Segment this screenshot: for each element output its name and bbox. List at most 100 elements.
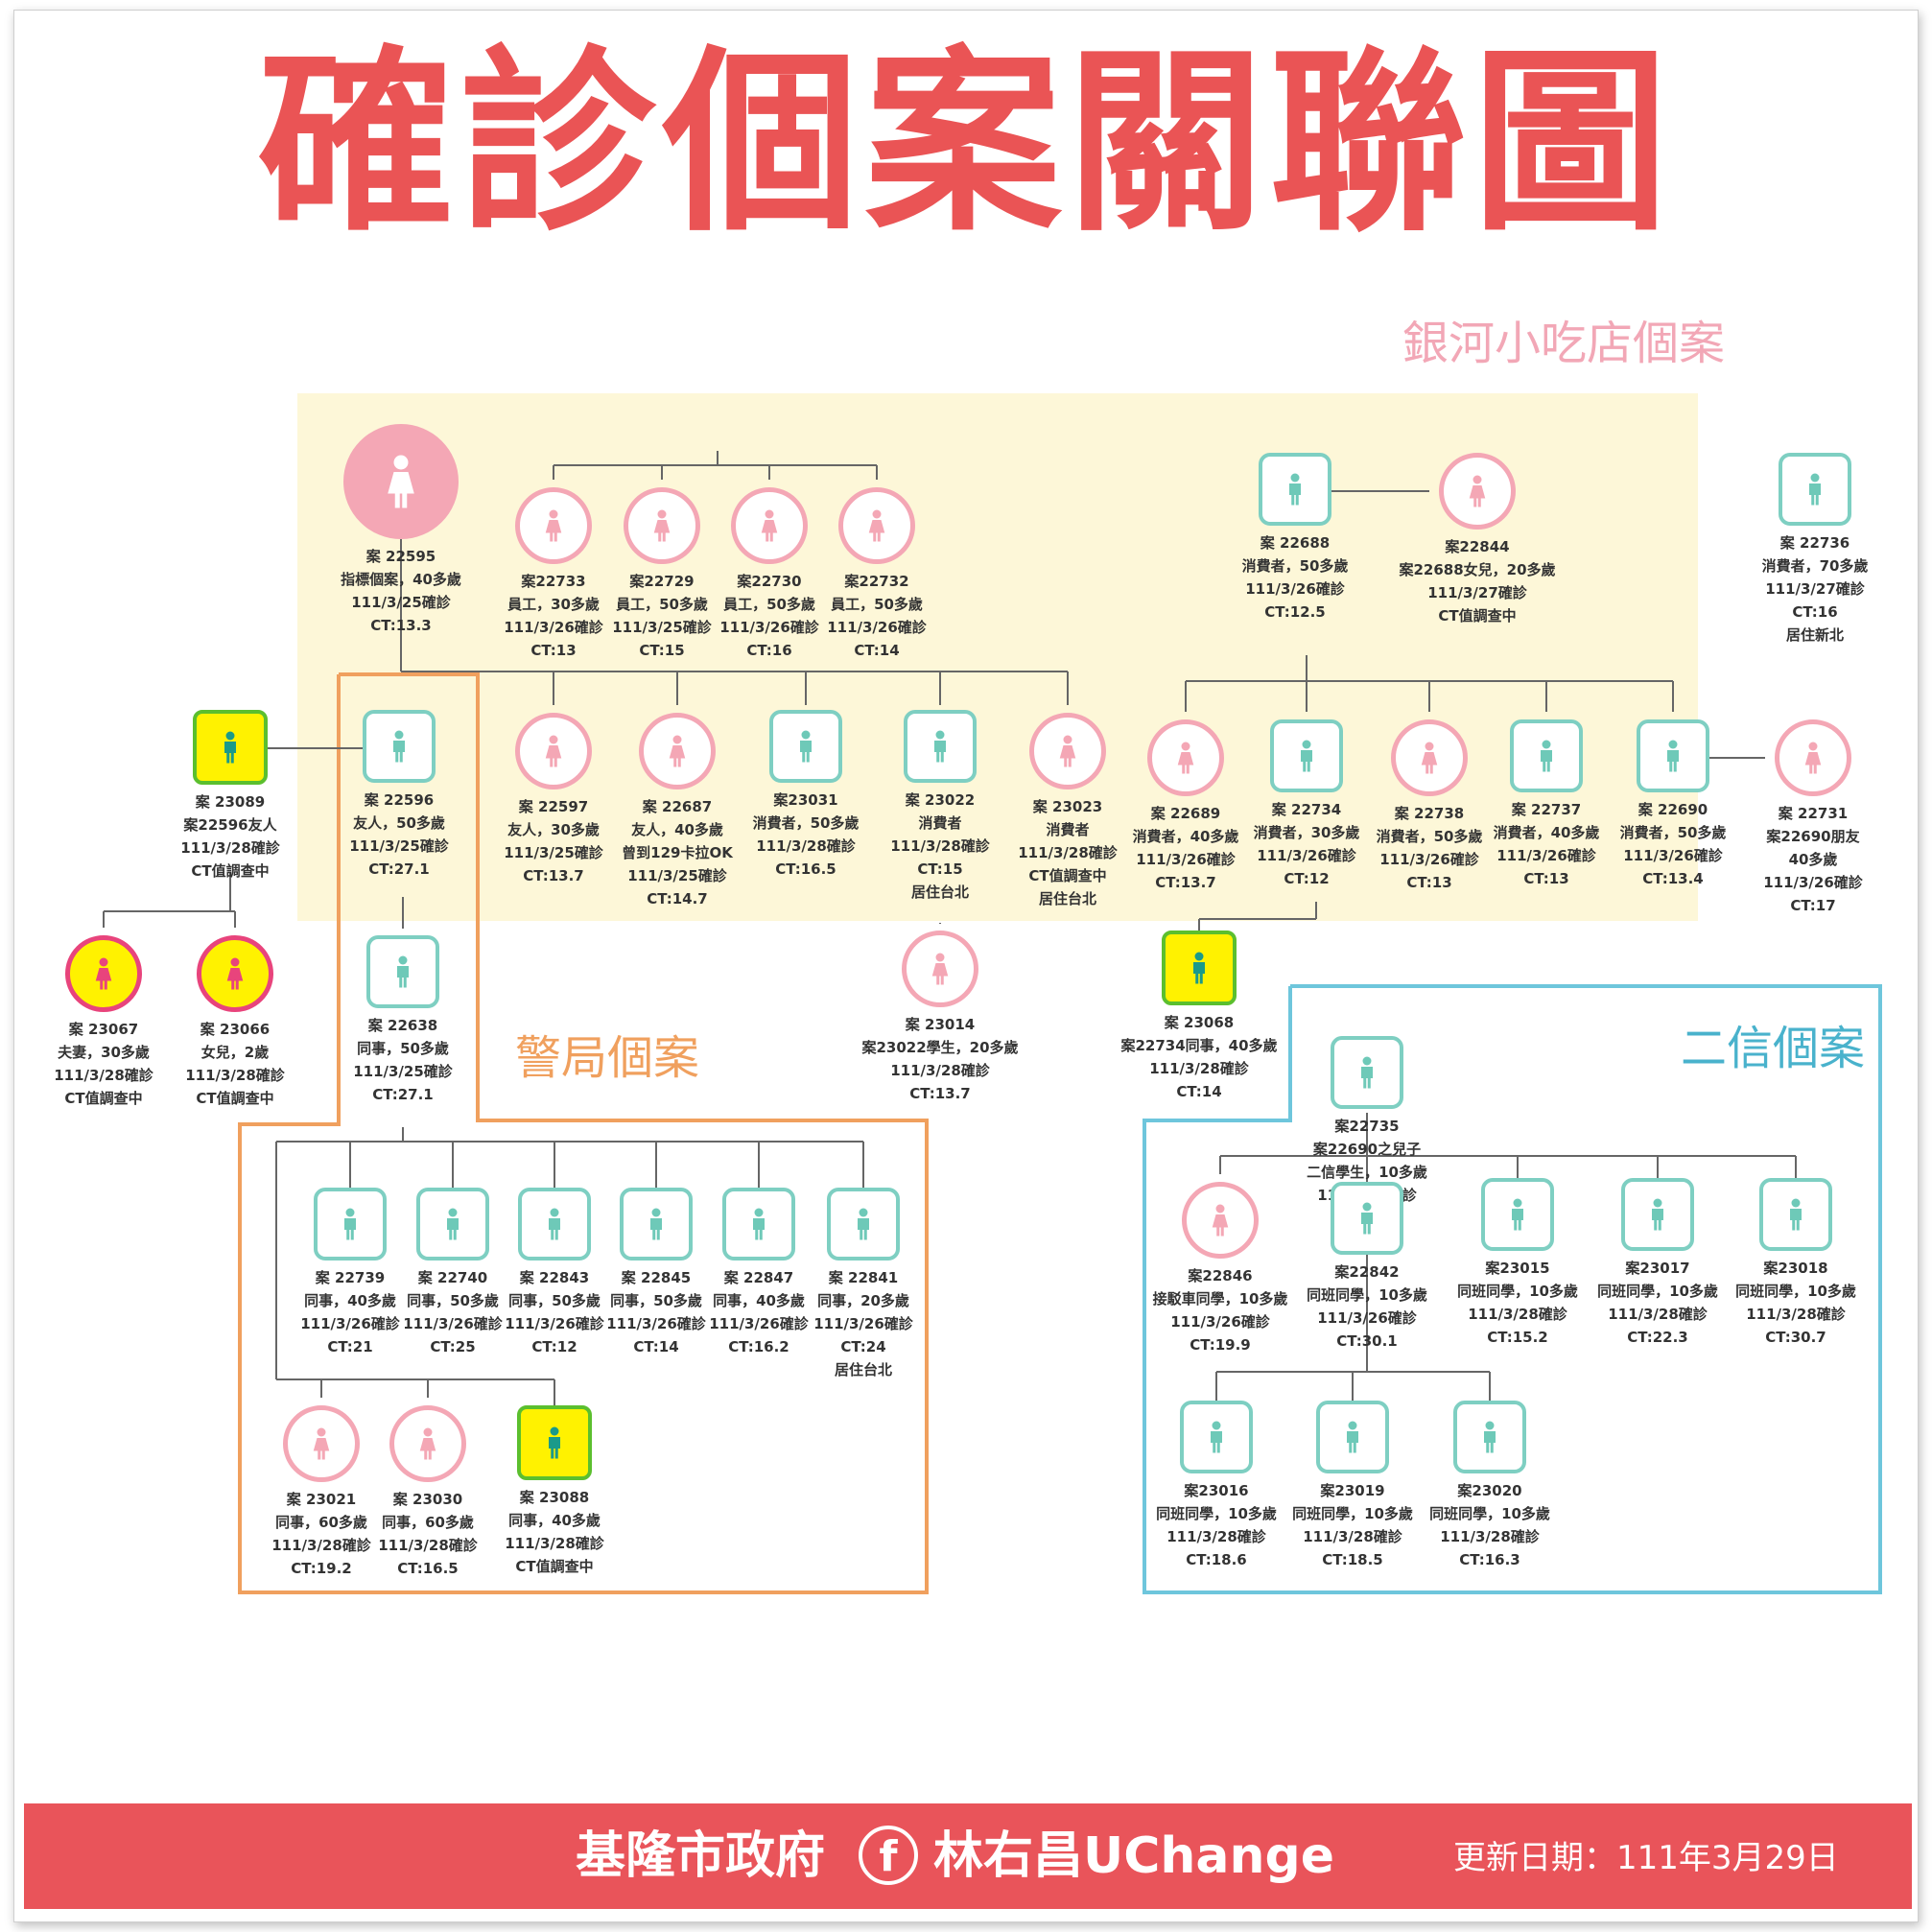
case-line: 同事，20多歲: [817, 1292, 909, 1309]
case-line: CT:14: [1176, 1083, 1222, 1100]
case-line: 案22729: [629, 573, 695, 590]
case-line: CT:27.1: [368, 860, 430, 878]
female-person-icon: [731, 487, 808, 564]
case-line: 111/3/26確診: [1379, 851, 1479, 868]
male-person-icon: [1637, 719, 1709, 792]
case-line: 案 23022: [905, 791, 976, 809]
male-person-icon: [193, 710, 268, 785]
female-person-icon: [1147, 719, 1224, 796]
male-person-icon: [1453, 1401, 1526, 1473]
case-line: 案 23030: [392, 1491, 463, 1508]
case-line: 111/3/28確診: [1746, 1306, 1846, 1323]
case-line: 案23020: [1457, 1482, 1522, 1499]
case-line: 接駁車同學，10多歲: [1152, 1290, 1288, 1308]
female-person-icon: [1439, 453, 1516, 530]
male-person-icon: [1621, 1178, 1694, 1251]
case-line: 同班同學，10多歲: [1597, 1283, 1718, 1300]
case-line: 案 22595: [365, 548, 436, 565]
case-line: 消費者，40多歲: [1132, 828, 1239, 845]
case-line: 曾到129卡拉OK: [622, 844, 733, 861]
case-line: 友人，40多歲: [631, 821, 723, 838]
case-line: 同班同學，10多歲: [1457, 1283, 1578, 1300]
case-line: 111/3/26確診: [1496, 847, 1596, 864]
case-line: 消費者，50多歲: [1241, 557, 1349, 575]
male-person-icon: [904, 710, 977, 783]
case-line: 案22842: [1334, 1263, 1400, 1281]
male-person-icon: [517, 1405, 592, 1480]
case-line: 案22844: [1445, 538, 1510, 555]
case-line: 111/3/28確診: [890, 1062, 990, 1079]
case-line: 111/3/28確診: [1018, 844, 1118, 861]
case-line: 111/3/26確診: [606, 1315, 706, 1332]
case-line: 女兒，2歲: [200, 1044, 270, 1061]
case-line: CT:13: [530, 642, 577, 659]
case-line: CT:18.6: [1186, 1551, 1247, 1568]
case-line: 消費者，40多歲: [1493, 824, 1600, 841]
case-line: 案 22738: [1394, 805, 1465, 822]
case-line: 同班同學，10多歲: [1429, 1505, 1550, 1522]
case-line: 居住台北: [1038, 890, 1096, 907]
case-line: CT:30.1: [1336, 1332, 1398, 1350]
erxin-cluster-label: 二信個案: [1681, 1022, 1866, 1075]
case-line: 同事，50多歲: [357, 1040, 449, 1057]
case-line: CT:16.5: [775, 860, 836, 878]
case-line: 案 22690: [1637, 801, 1708, 818]
case-line: CT值調查中: [196, 1090, 274, 1107]
case-line: CT值調查中: [1438, 607, 1517, 624]
case-line: 同事，40多歲: [713, 1292, 805, 1309]
case-line: 案 22841: [828, 1269, 899, 1286]
case-line: CT:13.7: [523, 867, 584, 884]
case-line: CT:13.7: [1155, 874, 1216, 891]
case-line: 案22596友人: [183, 816, 277, 834]
case-line: 案 22740: [417, 1269, 488, 1286]
case-line: CT:17: [1790, 897, 1836, 914]
case-line: 111/3/28確診: [378, 1537, 478, 1554]
case-line: 111/3/25確診: [627, 867, 727, 884]
page-title: 確診個案關聯圖: [257, 30, 1675, 258]
case-line: 消費者，70多歲: [1761, 557, 1869, 575]
case-line: CT:13.3: [370, 617, 432, 634]
cluster-borders: [238, 672, 1882, 1594]
male-person-icon: [1270, 719, 1343, 792]
case-line: 居住台北: [910, 884, 969, 901]
male-person-icon: [366, 935, 439, 1008]
female-person-icon: [197, 935, 273, 1012]
case-line: 居住新北: [1785, 626, 1844, 644]
case-line: 案23016: [1184, 1482, 1249, 1499]
case-line: 案22732: [844, 573, 909, 590]
case-line: 同事，50多歲: [610, 1292, 702, 1309]
female-person-icon: [283, 1405, 360, 1482]
case-line: 案22690朋友: [1766, 828, 1860, 845]
case-line: 111/3/26確診: [1170, 1313, 1270, 1331]
case-line: 案23017: [1625, 1260, 1690, 1277]
link-segment-0: [400, 539, 1069, 705]
case-line: 案22734同事，40多歲: [1120, 1037, 1278, 1054]
case-line: CT:25: [430, 1338, 476, 1355]
case-line: CT:15.2: [1487, 1329, 1548, 1346]
case-line: 111/3/26確診: [813, 1315, 913, 1332]
